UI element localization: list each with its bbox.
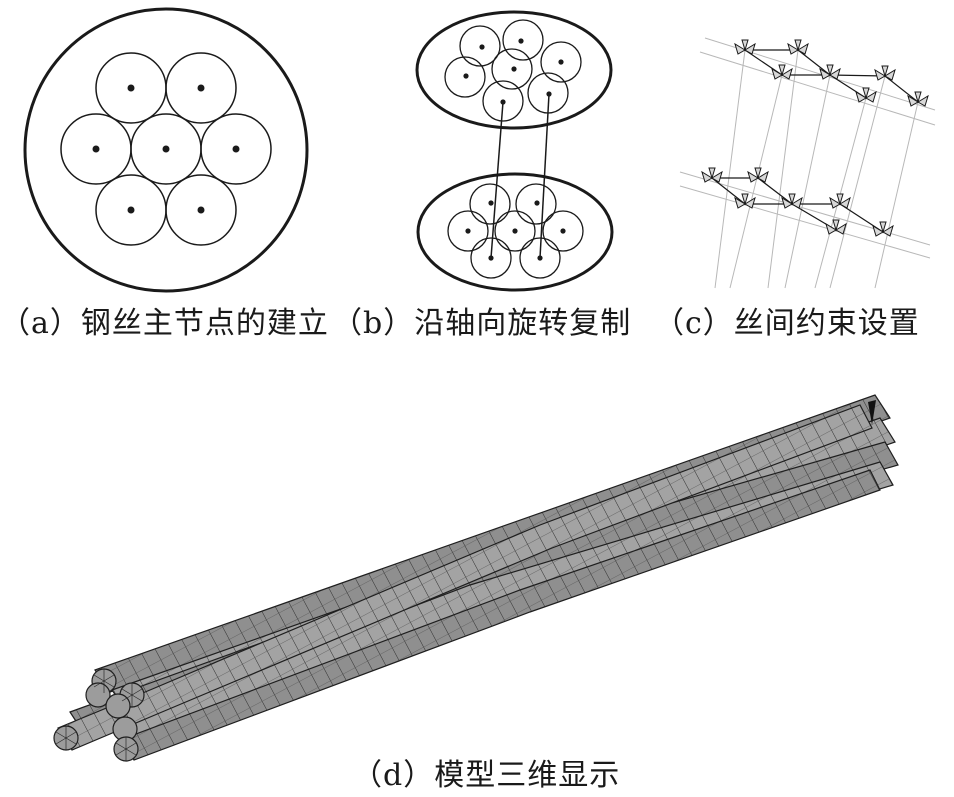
top-section-ellipse	[415, 10, 613, 130]
constraint-links	[711, 49, 919, 233]
wire-end	[91, 668, 117, 694]
node-dot	[162, 145, 170, 153]
node-dot	[232, 145, 240, 153]
wire-circle	[95, 174, 167, 246]
node-dot	[197, 84, 205, 92]
wire-rod	[94, 394, 891, 693]
bottom-section	[416, 172, 614, 292]
node-dot	[127, 206, 135, 214]
top-section	[415, 10, 613, 130]
wire-rod	[111, 417, 896, 713]
main-node-dots	[92, 84, 240, 214]
wire-rod	[117, 461, 894, 741]
node-triads	[701, 39, 929, 237]
wire-circles	[60, 52, 272, 246]
wire-circle	[130, 113, 202, 185]
caption-d: （d）模型三维显示	[352, 758, 621, 793]
wire-rod	[57, 404, 873, 751]
wire-bundle	[57, 394, 899, 761]
wire-rod	[119, 469, 881, 761]
wire-circle	[60, 113, 132, 185]
wire-end	[112, 716, 138, 742]
end-cap-spokes	[55, 669, 143, 761]
wire-end	[113, 736, 139, 762]
wire-end	[53, 725, 79, 751]
caption-b: （b）沿轴向旋转复制	[332, 306, 632, 341]
bottom-section-ellipse	[416, 172, 614, 292]
caption-a: （a）钢丝主节点的建立	[0, 306, 329, 341]
wire-circle	[165, 52, 237, 124]
wire-circle	[95, 52, 167, 124]
guide-lines	[679, 37, 936, 289]
wire-circle	[165, 174, 237, 246]
strand-outer-circle	[23, 7, 309, 293]
node-dot	[92, 145, 100, 153]
wire-end-caps	[53, 668, 145, 762]
wire-end	[105, 693, 131, 719]
wire-end	[119, 682, 145, 708]
wire-end	[85, 682, 111, 708]
node-dot	[127, 84, 135, 92]
wire-rod	[69, 441, 899, 736]
far-end-marker	[868, 400, 876, 425]
connecting-lines	[490, 93, 550, 259]
wire-circle	[200, 113, 272, 185]
node-dot	[197, 206, 205, 214]
caption-c: （c）丝间约束设置	[654, 306, 920, 341]
